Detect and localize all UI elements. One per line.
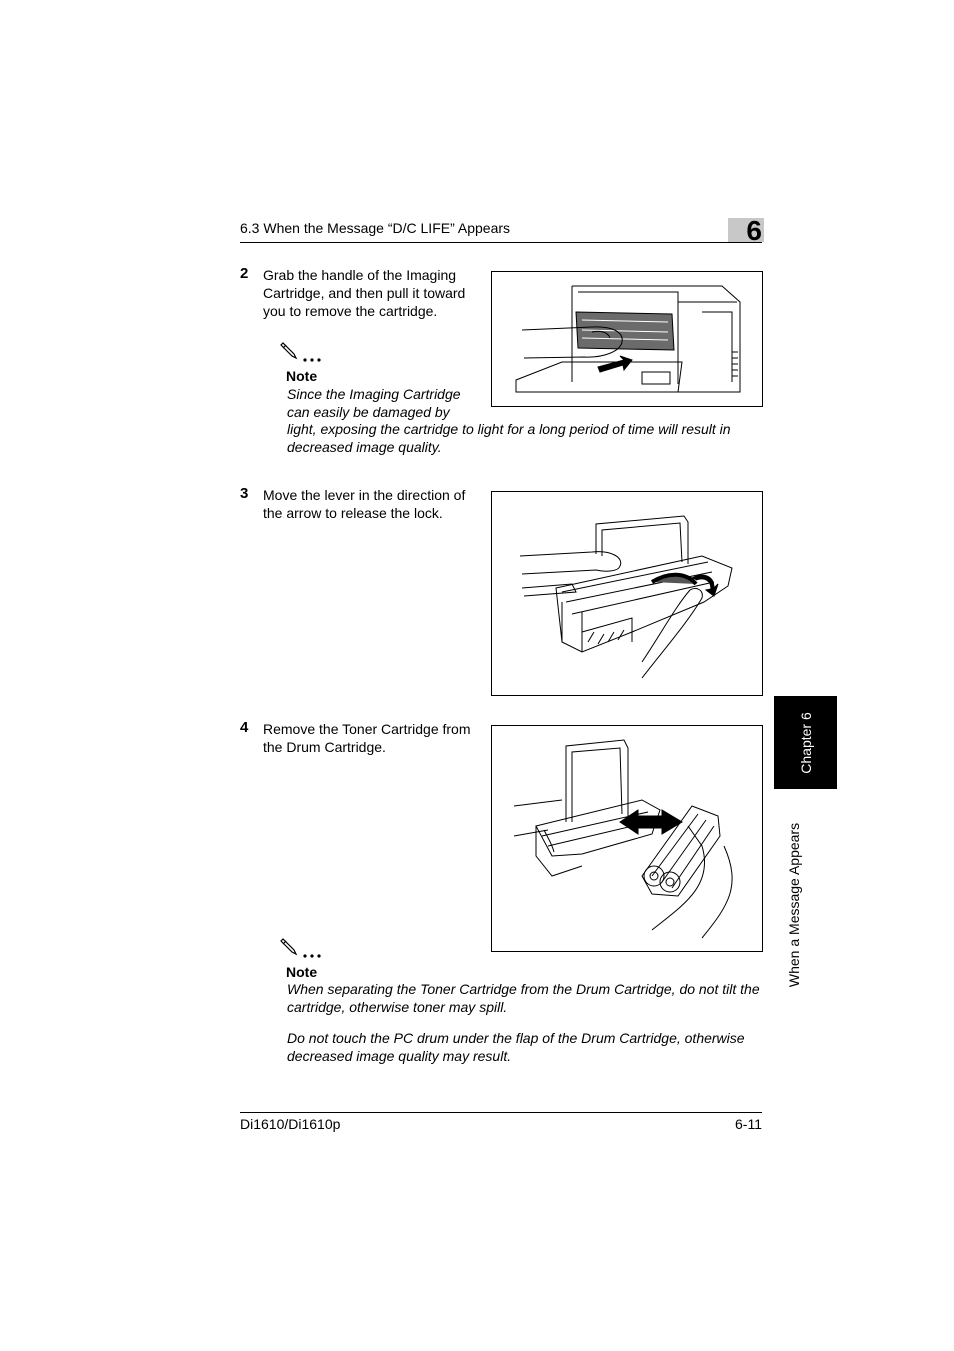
step-2-line-3: you to remove the cartridge. [263,303,438,319]
note-2-text: When separating the Toner Cartridge from… [287,981,760,1065]
section-title: 6.3 When the Message “D/C LIFE” Appears [240,220,511,236]
pencil-note-icon [278,340,326,364]
chapter-number: 6 [746,215,762,246]
footer-page-number: 6-11 [735,1116,762,1132]
chapter-side-tab-label: Chapter 6 [774,696,837,789]
note-2-line-2: cartridge, otherwise toner may spill. [287,998,508,1015]
figure-release-lever [491,491,763,696]
step-2-text: Grab the handle of the Imaging Cartridge… [263,266,465,320]
step-3-number: 3 [240,485,249,502]
note-2-line-3: Do not touch the PC drum under the flap … [287,1030,745,1046]
note-1-line-3: light, exposing the cartridge to light f… [287,421,731,437]
note-1-label: Note [286,368,318,384]
section-side-label: When a Message Appears [774,800,814,1010]
footer-rule [240,1112,762,1113]
figure-remove-imaging-cartridge [491,271,763,407]
step-4-line-1: Remove the Toner Cartridge from [263,721,471,737]
note-2-line-1: When separating the Toner Cartridge from… [287,981,760,997]
section-side-text: When a Message Appears [786,822,802,988]
figure-remove-toner-cartridge [491,725,763,952]
chapter-side-tab [774,696,837,789]
step-2-line-2: Cartridge, and then pull it toward [263,285,466,301]
step-2-number: 2 [240,265,249,282]
step-3-text: Move the lever in the direction of the a… [263,486,465,522]
note-2-label: Note [286,964,318,980]
chapter-number-box [728,218,764,242]
chapter-tab-text: Chapter 6 [797,711,814,774]
pencil-note-icon-2 [278,936,326,960]
footer-model: Di1610/Di1610p [240,1116,341,1132]
note-1-line-2: can easily be damaged by [287,403,450,420]
step-4-number: 4 [240,719,249,736]
header-rule [240,242,762,243]
note-1-line-1: Since the Imaging Cartridge [287,386,461,402]
step-3-line-1: Move the lever in the direction of [263,487,466,503]
step-3-line-2: the arrow to release the lock. [263,505,443,521]
note-2-line-4: decreased image quality may result. [287,1047,512,1064]
note-1-line-4: decreased image quality. [287,438,442,455]
step-4-text: Remove the Toner Cartridge from the Drum… [263,720,471,756]
step-2-line-1: Grab the handle of the Imaging [263,267,457,283]
note-1-text: Since the Imaging Cartridge can easily b… [287,386,731,456]
step-4-line-2: the Drum Cartridge. [263,739,386,755]
